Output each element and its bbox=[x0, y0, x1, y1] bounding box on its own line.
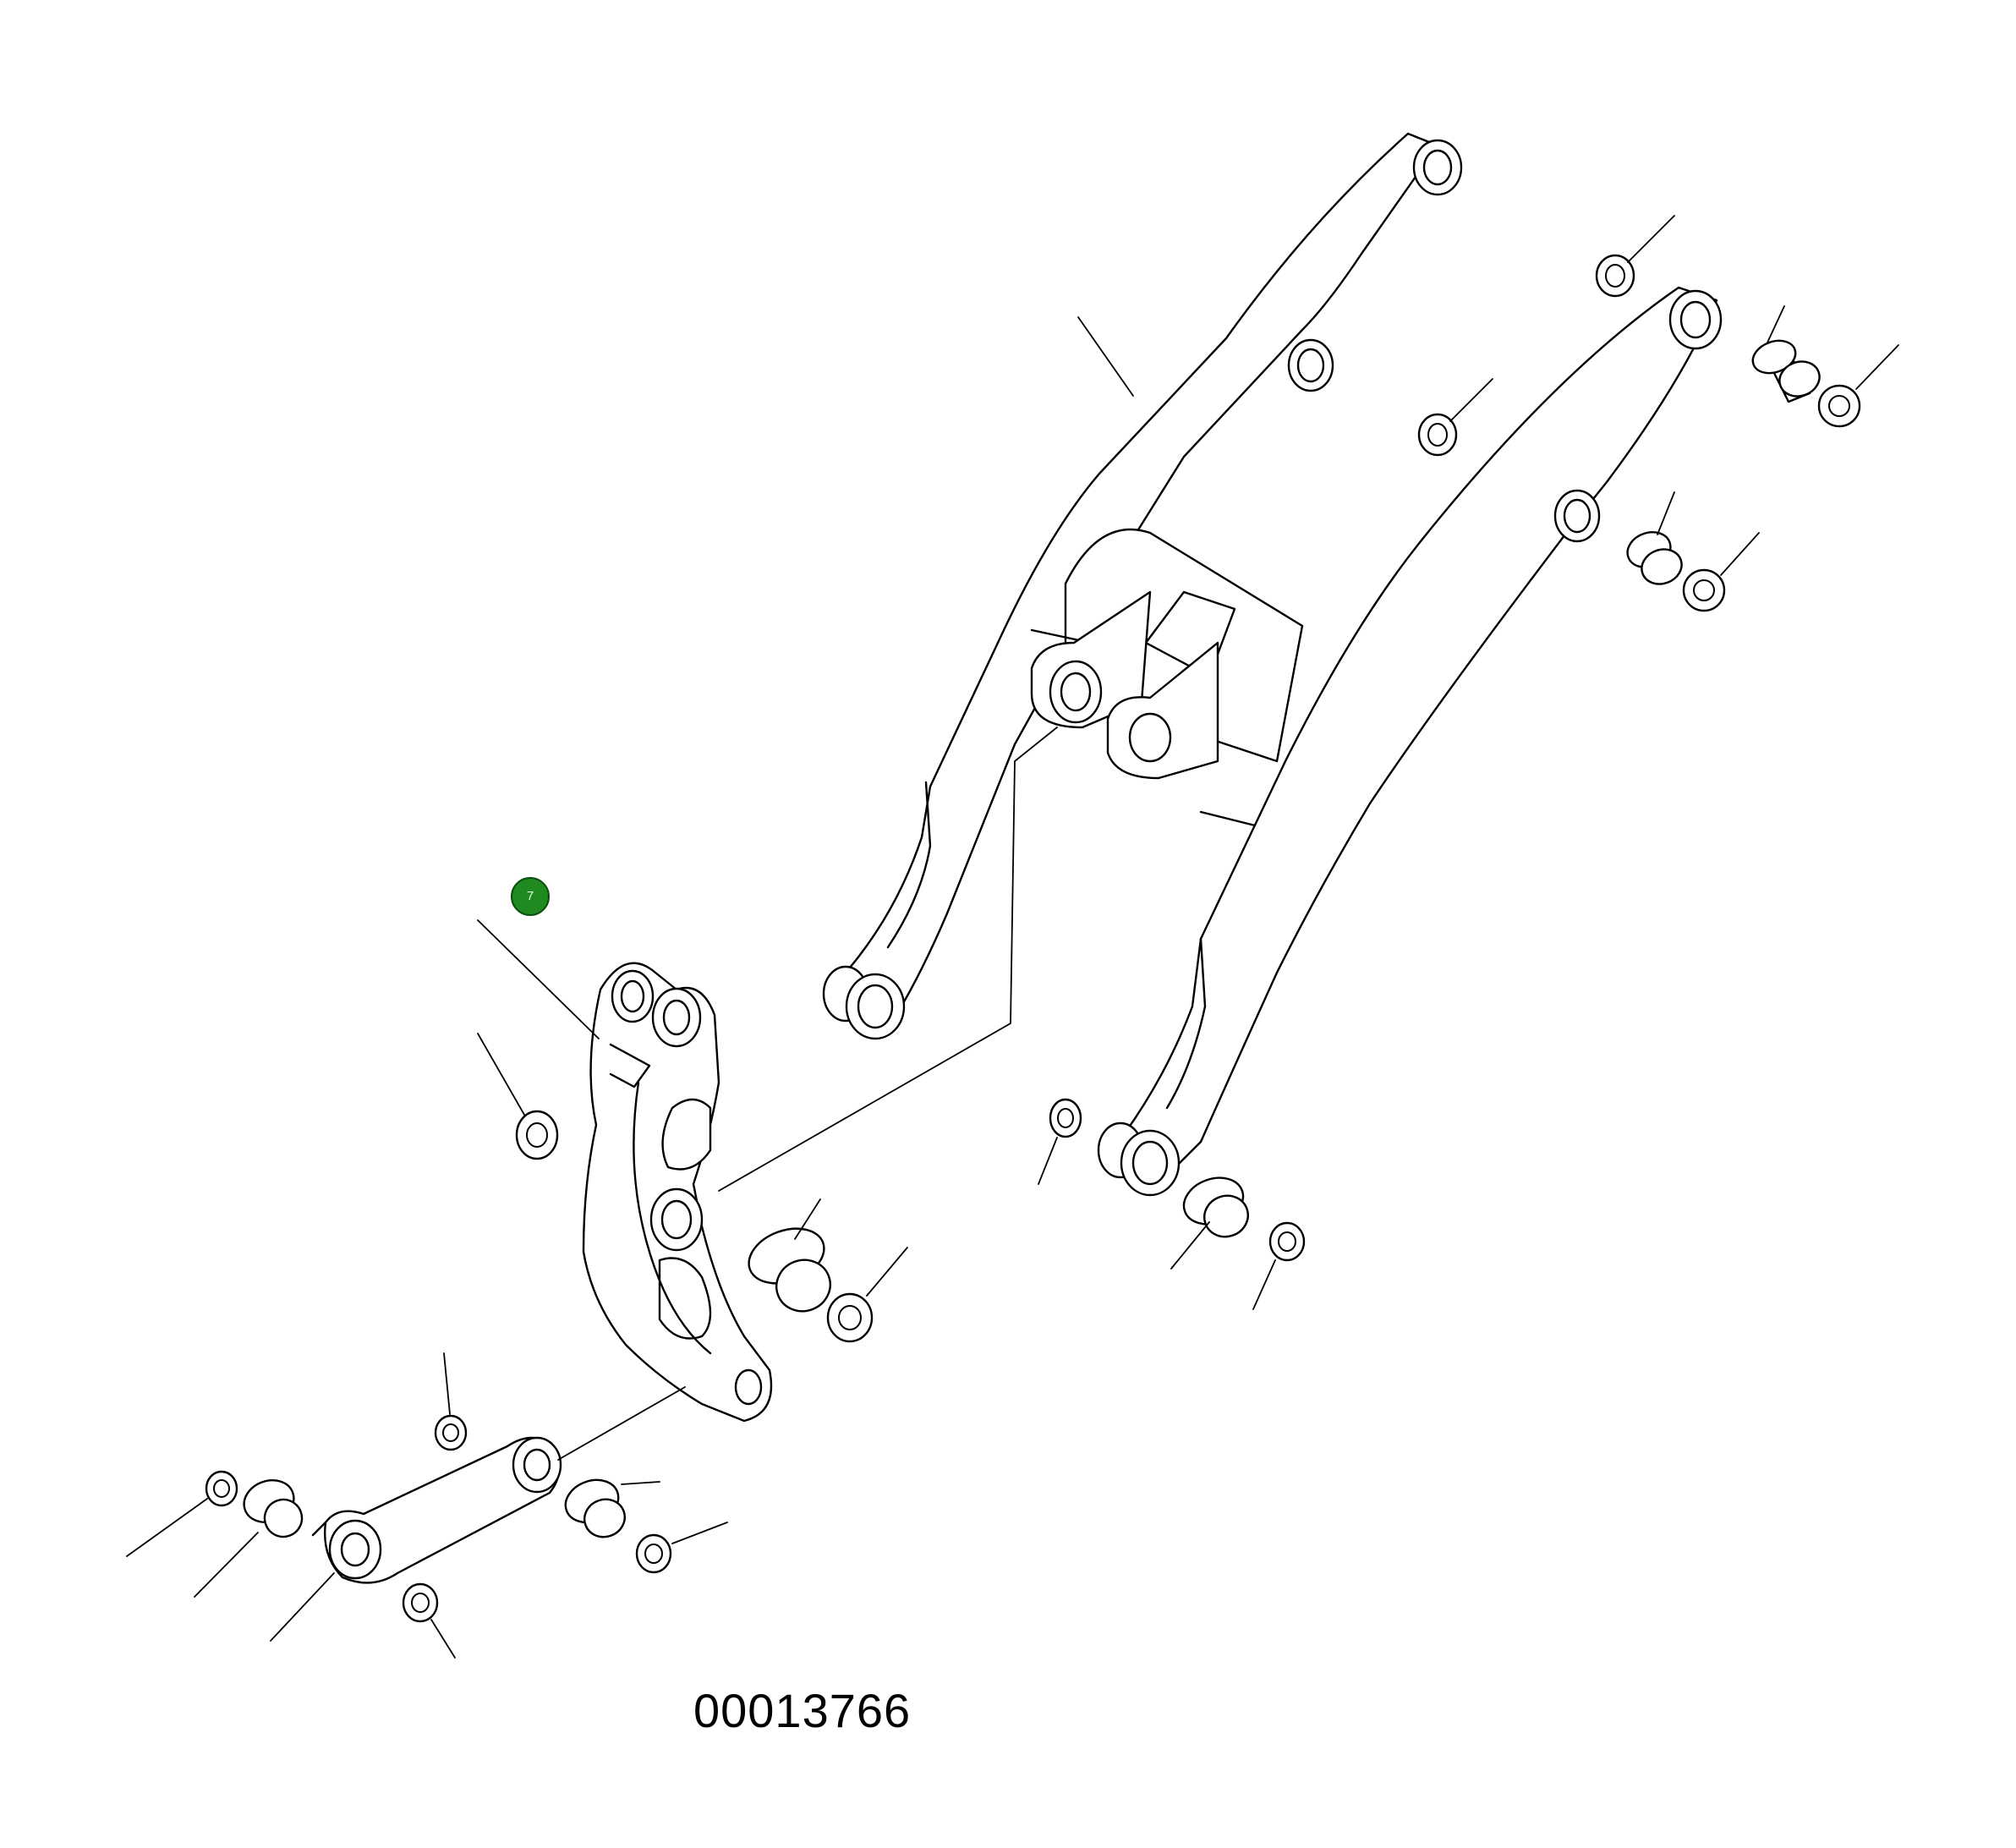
lift-arm-left bbox=[822, 132, 1463, 1040]
figure-number: 00013766 bbox=[693, 1684, 912, 1737]
nut bbox=[635, 1533, 672, 1574]
nut bbox=[402, 1582, 439, 1623]
leader-lines bbox=[126, 215, 1899, 1659]
nuts-and-washers bbox=[205, 254, 1861, 1623]
nut bbox=[205, 1470, 238, 1507]
bushings bbox=[243, 339, 1821, 1538]
cross-tube bbox=[1030, 528, 1304, 831]
bell-crank bbox=[582, 962, 773, 1423]
lift-arm-right bbox=[1097, 286, 1723, 1197]
nut bbox=[1817, 384, 1861, 428]
nut bbox=[434, 1414, 468, 1451]
nut bbox=[1417, 413, 1458, 457]
nut bbox=[1682, 568, 1726, 612]
nut bbox=[1049, 1098, 1082, 1138]
nut bbox=[826, 1292, 874, 1343]
nut bbox=[515, 1110, 559, 1160]
nut bbox=[1595, 254, 1635, 298]
callout-7-marker[interactable]: 7 bbox=[511, 877, 550, 916]
link-rod bbox=[311, 1436, 562, 1584]
nut bbox=[1268, 1221, 1306, 1262]
